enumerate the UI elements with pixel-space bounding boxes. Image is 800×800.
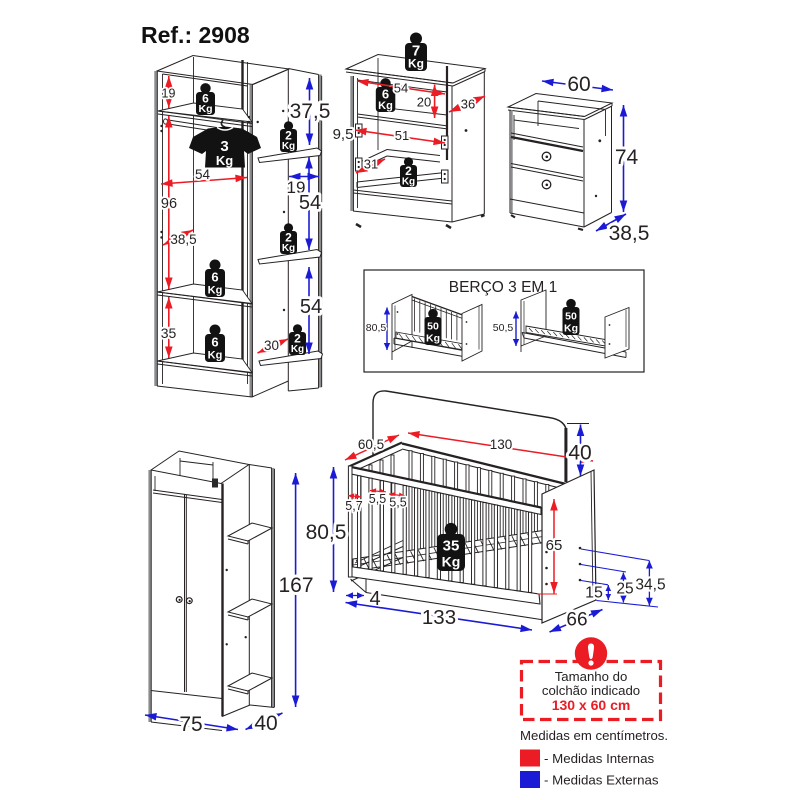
svg-text:40: 40: [254, 712, 277, 735]
svg-text:40: 40: [568, 442, 591, 465]
svg-text:Kg: Kg: [291, 344, 304, 355]
svg-text:54: 54: [299, 192, 321, 214]
svg-text:130 x 60 cm: 130 x 60 cm: [552, 697, 631, 713]
svg-text:2: 2: [285, 230, 292, 244]
svg-text:3: 3: [220, 138, 228, 155]
svg-text:6: 6: [211, 270, 218, 285]
svg-text:Ref.: 2908: Ref.: 2908: [141, 22, 250, 48]
svg-text:50: 50: [565, 311, 577, 323]
svg-text:Kg: Kg: [408, 57, 424, 71]
svg-text:Kg: Kg: [208, 285, 223, 297]
svg-text:Kg: Kg: [216, 153, 233, 168]
svg-text:Kg: Kg: [282, 141, 295, 152]
svg-text:60: 60: [567, 73, 590, 96]
svg-text:25: 25: [616, 581, 633, 598]
svg-text:Kg: Kg: [199, 103, 213, 115]
svg-text:30: 30: [264, 338, 279, 353]
svg-text:65: 65: [546, 537, 563, 554]
svg-text:Kg: Kg: [426, 333, 440, 345]
svg-text:60,5: 60,5: [358, 437, 384, 452]
svg-text:54: 54: [394, 81, 408, 96]
svg-text:Kg: Kg: [564, 323, 578, 335]
svg-text:133: 133: [422, 606, 456, 629]
svg-text:- Medidas Externas: - Medidas Externas: [544, 773, 659, 788]
svg-text:36: 36: [461, 97, 475, 112]
svg-text:66: 66: [566, 610, 587, 631]
svg-text:54: 54: [195, 167, 211, 182]
svg-text:6: 6: [382, 86, 389, 101]
svg-text:Medidas em centímetros.: Medidas em centímetros.: [520, 728, 668, 743]
svg-text:Kg: Kg: [402, 176, 415, 187]
svg-text:74: 74: [615, 146, 639, 169]
svg-text:50,5: 50,5: [493, 322, 514, 334]
svg-text:54: 54: [300, 296, 322, 318]
svg-text:2: 2: [285, 128, 292, 142]
svg-text:6: 6: [202, 91, 209, 105]
svg-text:167: 167: [278, 574, 313, 597]
svg-text:BERÇO 3 EM 1: BERÇO 3 EM 1: [449, 279, 558, 296]
svg-text:35: 35: [443, 538, 460, 555]
svg-text:2: 2: [294, 331, 301, 345]
svg-text:130: 130: [490, 437, 513, 452]
svg-text:5,5: 5,5: [369, 492, 386, 506]
svg-text:80,5: 80,5: [306, 521, 347, 544]
svg-text:colchão indicado: colchão indicado: [542, 683, 640, 698]
svg-text:31: 31: [364, 157, 378, 172]
svg-text:38,5: 38,5: [609, 222, 650, 245]
svg-text:20: 20: [417, 95, 431, 110]
svg-text:37,5: 37,5: [290, 100, 331, 123]
svg-text:19: 19: [287, 178, 306, 197]
svg-text:5,5: 5,5: [389, 496, 406, 510]
svg-text:Kg: Kg: [282, 243, 295, 254]
svg-text:Kg: Kg: [208, 350, 223, 362]
svg-text:5,7: 5,7: [345, 499, 362, 513]
svg-text:38,5: 38,5: [170, 232, 196, 247]
svg-text:Kg: Kg: [378, 100, 393, 112]
svg-text:15: 15: [585, 585, 603, 602]
svg-text:Tamanho do: Tamanho do: [555, 669, 628, 684]
svg-text:35: 35: [161, 325, 177, 341]
svg-text:96: 96: [161, 196, 177, 212]
svg-text:9,5: 9,5: [333, 126, 354, 143]
svg-text:7: 7: [412, 43, 420, 60]
svg-text:75: 75: [179, 713, 202, 736]
svg-text:6: 6: [211, 335, 218, 350]
svg-text:34,5: 34,5: [635, 577, 665, 594]
svg-text:2: 2: [405, 164, 412, 178]
svg-text:80,5: 80,5: [366, 322, 387, 334]
svg-text:19: 19: [162, 87, 176, 101]
svg-text:- Medidas Internas: - Medidas Internas: [544, 751, 654, 766]
svg-text:51: 51: [395, 128, 409, 143]
svg-text:50: 50: [427, 321, 439, 333]
svg-text:Kg: Kg: [442, 554, 461, 570]
